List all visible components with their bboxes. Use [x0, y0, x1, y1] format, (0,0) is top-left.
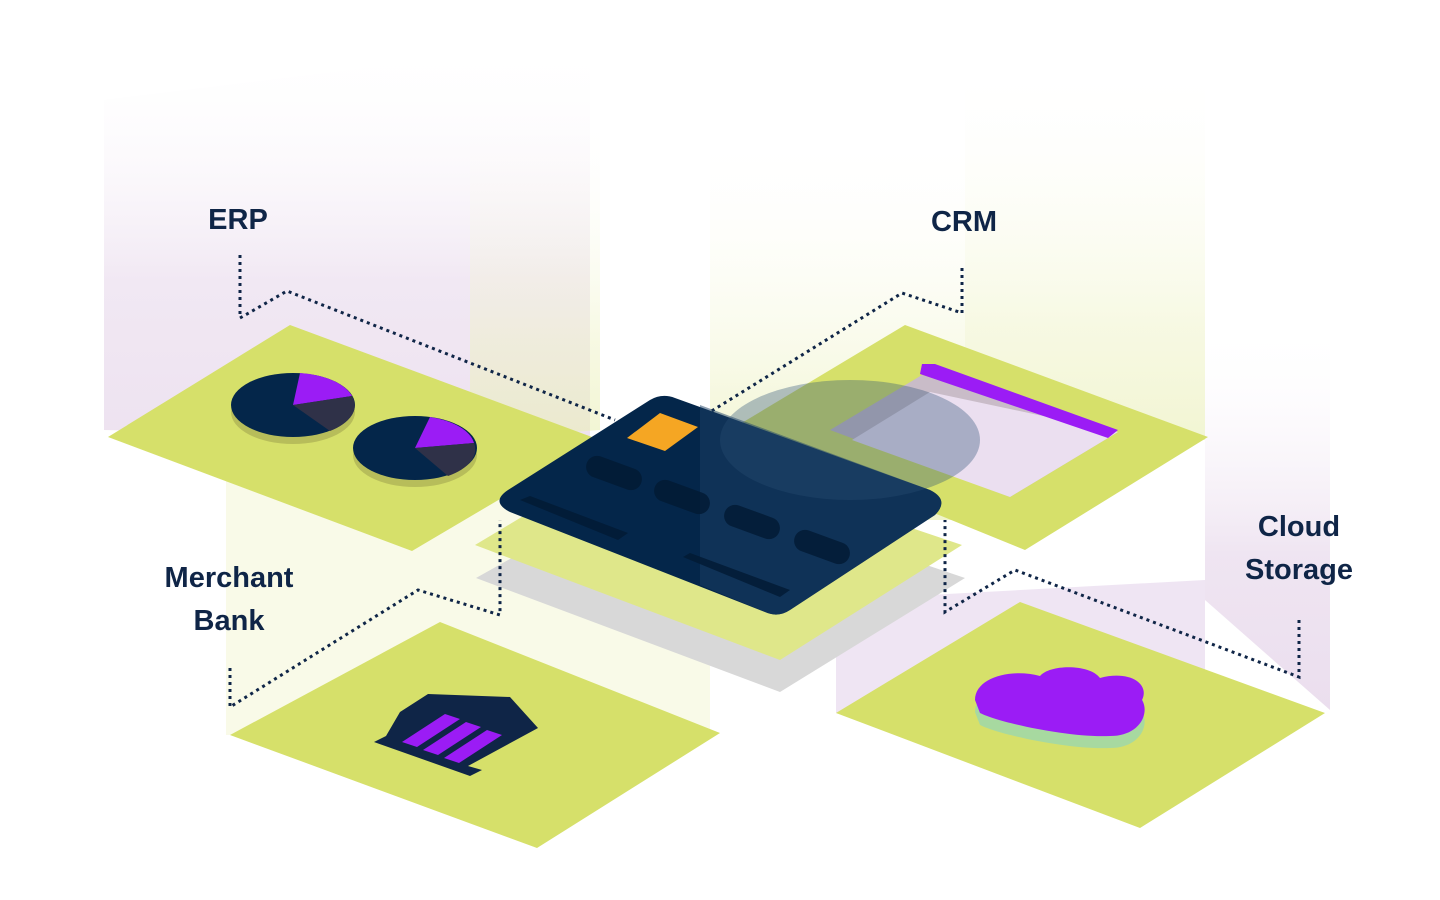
erp-label: ERP [208, 204, 268, 236]
crm-plane [730, 325, 1208, 550]
credit-card-icon [499, 380, 980, 615]
bank-icon [374, 694, 538, 776]
pie-chart-icon [231, 373, 355, 444]
card-chip [627, 413, 698, 451]
pie-chart-icon [353, 416, 477, 487]
merchant-bank-label-line2: Bank [193, 605, 265, 637]
crm-label: CRM [930, 206, 998, 238]
crm-connector [709, 268, 964, 414]
merchant-bank-label-line1: Merchant [164, 562, 294, 594]
cloud-storage-plane [836, 602, 1325, 828]
cloud-storage-label-line1: Cloud [1257, 511, 1341, 543]
merchant-bank-plane [230, 622, 720, 848]
cloud-storage-connector [943, 520, 1301, 680]
cloud-icon [975, 667, 1145, 749]
merchant-bank-label: Merchant Bank [139, 557, 319, 643]
merchant-bank-connector [228, 520, 502, 710]
connector-lines [228, 255, 1301, 710]
cloud-storage-label: Cloud Storage [1209, 506, 1389, 592]
cloud-storage-label-line2: Storage [1245, 554, 1353, 586]
window-icon [830, 364, 1118, 497]
erp-plane [108, 325, 600, 551]
